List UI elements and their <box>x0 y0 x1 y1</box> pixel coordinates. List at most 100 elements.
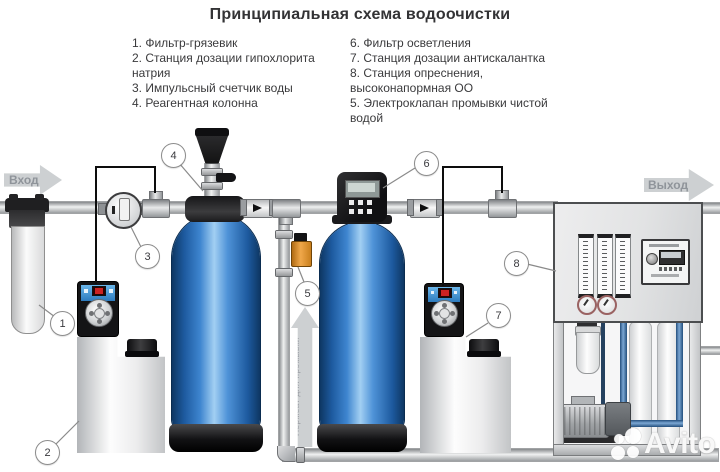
sediment-filter-bowl <box>11 226 45 334</box>
stem-union <box>202 169 222 175</box>
permeate-flow-arrow-icon: Пермеат для промывки <box>291 307 319 447</box>
ro-controller-panel <box>641 239 690 285</box>
rotameter-scale <box>620 241 625 291</box>
outlet-arrow-icon: Выход <box>644 169 714 201</box>
pump-indicator <box>454 291 457 294</box>
motor-fins <box>564 407 606 435</box>
legend-item-5: 5. Электроклапан промывки чистой водой <box>350 96 548 125</box>
callout-leader <box>297 266 305 283</box>
ro-pump-motor <box>561 404 609 438</box>
water-meter-mark <box>112 206 115 214</box>
valve-button <box>358 209 363 214</box>
watermark-logo-dot <box>625 428 641 444</box>
pipe-union-fitting <box>297 448 304 462</box>
valve-button <box>367 209 372 214</box>
legend-item-6: 6. Фильтр осветления <box>350 36 471 50</box>
water-meter-register <box>119 198 130 221</box>
callout-7: 7 <box>486 303 511 328</box>
flow-direction-arrow-icon <box>253 204 262 212</box>
callout-leader <box>130 226 142 248</box>
callout-leader <box>465 322 489 338</box>
inlet-arrow-icon: Вход <box>4 165 62 195</box>
filter-cap-lug <box>35 194 44 200</box>
reagent-column-tank <box>172 214 260 430</box>
tee-fitting <box>142 199 170 218</box>
legend-item-4: 4. Реагентная колонна <box>132 96 258 110</box>
dosing-pump-head <box>85 299 113 327</box>
legend-item-7: 7. Станция дозации антискалантка <box>350 51 546 65</box>
tank-cap <box>469 339 499 353</box>
solenoid-coil-top <box>294 233 307 242</box>
drain-pipe-stub <box>698 347 720 354</box>
sediment-filter-head <box>9 210 45 228</box>
dosing-pump <box>78 282 118 336</box>
ro-control-cabinet <box>553 202 703 323</box>
legend-item-1: 1. Фильтр-грязевик <box>132 36 238 50</box>
pump-indicator <box>431 291 434 294</box>
pump-indicator <box>84 289 88 293</box>
pipe-union-fitting <box>276 269 292 276</box>
valve-button <box>367 200 372 205</box>
callout-leader <box>178 162 204 192</box>
stem-union <box>202 183 222 189</box>
page-title: Принципиальная схема водоочистки <box>209 6 511 23</box>
watermark-logo-dot <box>627 446 639 458</box>
check-valve <box>407 199 443 218</box>
callout-4: 4 <box>161 143 186 168</box>
funnel-cap <box>195 128 229 137</box>
prefilter-housing <box>576 332 600 374</box>
watermark-text: Avito <box>644 427 716 460</box>
solenoid-valve-body <box>291 241 312 267</box>
callout-6: 6 <box>414 151 439 176</box>
callout-5: 5 <box>295 281 320 306</box>
watermark-logo-dot <box>611 446 625 460</box>
pipe-union-fitting <box>276 231 292 238</box>
sediment-filter-head-cap <box>5 198 49 212</box>
ro-pump-head <box>605 402 631 436</box>
callout-1: 1 <box>50 311 75 336</box>
permeate-label: Пермеат для промывки <box>291 337 301 436</box>
outlet-pipe-stub <box>697 203 720 213</box>
dosing-pump-display <box>438 288 452 298</box>
tank-cap-brim <box>125 351 159 357</box>
callout-leader <box>526 263 557 272</box>
tee-fitting <box>272 199 301 218</box>
flow-rotameter <box>578 234 594 298</box>
pump-indicator <box>109 289 113 293</box>
flush-pipe-vertical <box>279 216 289 452</box>
flow-rotameter <box>597 234 613 298</box>
check-valve <box>240 199 276 218</box>
callout-3: 3 <box>135 244 160 269</box>
ro-pipe-blue-horizontal <box>626 420 683 427</box>
flow-direction-arrow-icon <box>420 204 429 212</box>
clarifier-tank <box>320 222 404 430</box>
pressure-gauge <box>597 295 617 315</box>
watermark-logo-dot <box>614 434 624 444</box>
flow-rotameter <box>615 234 631 298</box>
callout-leader <box>55 420 80 445</box>
clarifier-tank-base <box>317 424 407 452</box>
control-valve-head <box>337 172 387 222</box>
legend-right-column: 6. Фильтр осветления 7. Станция дозации … <box>350 36 572 126</box>
ro-pipe-dark <box>601 319 605 417</box>
rotameter-scale <box>602 241 607 291</box>
rotameter-scale <box>583 241 588 291</box>
legend-item-8: 8. Станция опреснения, высоконапормная О… <box>350 66 484 95</box>
pump-base <box>559 434 619 443</box>
callout-8: 8 <box>504 251 529 276</box>
reagent-column-base <box>169 424 263 452</box>
pipe-elbow <box>277 446 295 462</box>
controller-label-bar <box>651 274 679 277</box>
valve-button <box>349 200 354 205</box>
ro-pipe-blue-vertical <box>676 319 683 425</box>
legend-left-column: 1. Фильтр-грязевик 2. Станция дозации ги… <box>132 36 337 111</box>
inlet-label: Вход <box>9 173 39 187</box>
ro-frame-post-left <box>553 319 564 454</box>
pressure-gauge <box>577 295 597 315</box>
callout-leader <box>382 167 416 189</box>
controller-screen-text <box>661 252 681 258</box>
prefilter-mount <box>577 319 597 328</box>
outlet-label: Выход <box>648 178 689 192</box>
valve-button <box>349 209 354 214</box>
